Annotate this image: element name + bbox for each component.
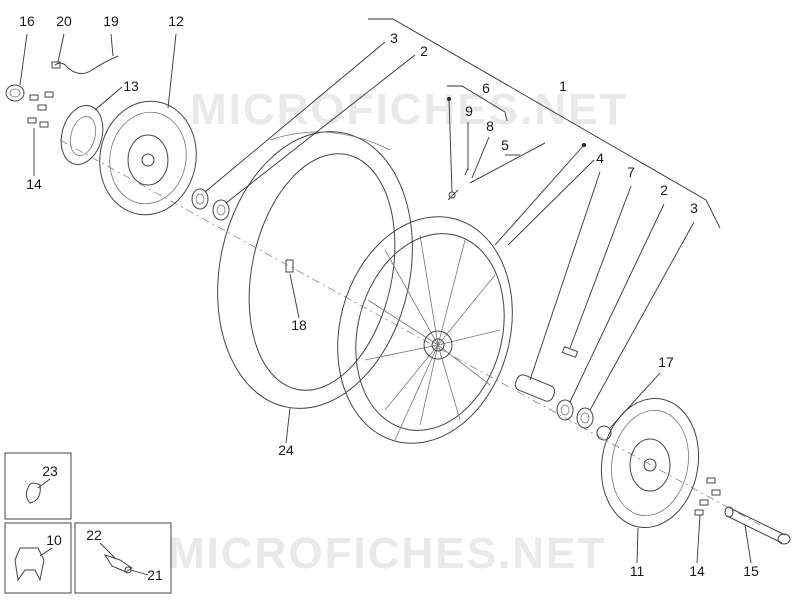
callout-label-c6: 6 <box>482 80 490 96</box>
callout-label-c12: 12 <box>168 13 184 29</box>
wheel-axis-line <box>59 139 761 526</box>
inset-box-21-22 <box>74 522 172 594</box>
callout-label-c7: 7 <box>627 164 635 180</box>
callout-label-c20: 20 <box>56 13 72 29</box>
spacer-part-17 <box>596 425 612 441</box>
callout-label-c18: 18 <box>291 317 307 333</box>
inset-box-23 <box>4 452 72 520</box>
valve-part-18 <box>285 259 294 273</box>
screws-part-14-right <box>694 477 721 516</box>
callout-label-c1: 1 <box>559 78 567 94</box>
group-bracket-6 <box>447 85 508 122</box>
callout-label-c5: 5 <box>501 137 509 153</box>
brake-disc-part-11 <box>600 397 700 529</box>
callout-label-c16: 16 <box>19 13 35 29</box>
callout-label-c14b: 14 <box>689 563 705 579</box>
callout-label-c4: 4 <box>596 150 604 166</box>
watermark-top: MICROFICHES.NET <box>190 85 628 134</box>
callout-label-c24: 24 <box>278 442 294 458</box>
spoke-parts-5-8-9 <box>447 142 546 201</box>
inset-box-10 <box>4 522 72 594</box>
callout-label-c14a: 14 <box>26 176 42 192</box>
callout-label-c3a: 3 <box>390 30 398 46</box>
callout-label-c3b: 3 <box>690 200 698 216</box>
leader-line-1 <box>494 144 585 246</box>
callout-label-c17: 17 <box>658 354 674 370</box>
cap-part-16 <box>5 84 25 102</box>
callout-label-c2b: 2 <box>660 182 668 198</box>
callout-label-c2a: 2 <box>420 43 428 59</box>
wheel-rim <box>337 216 513 444</box>
callout-label-c9: 9 <box>465 103 473 119</box>
callout-label-c10: 10 <box>46 532 62 548</box>
screws-part-14-left <box>27 91 54 128</box>
seal-part-2-right <box>556 399 574 421</box>
group-bracket-1 <box>368 18 721 229</box>
seal-part-2-left <box>212 199 230 221</box>
leader-lines <box>19 33 752 576</box>
watermark-bottom: MICROFICHES.NET <box>168 529 606 578</box>
spacer-part-4 <box>514 374 556 402</box>
callout-label-c23: 23 <box>42 463 58 479</box>
sensor-part-19-20 <box>51 55 119 74</box>
callout-label-c8: 8 <box>486 118 494 134</box>
bearing-part-3-right <box>576 407 594 429</box>
callout-label-c13: 13 <box>123 78 139 94</box>
part-7 <box>561 346 579 358</box>
axle-part-15 <box>724 506 791 545</box>
callout-label-c11: 11 <box>630 563 645 579</box>
tyre-part-24 <box>217 131 413 409</box>
callout-label-c22: 22 <box>86 527 102 543</box>
tone-wheel-part-13 <box>60 105 104 165</box>
brake-disc-part-12 <box>99 100 197 216</box>
bearing-part-3-left <box>191 188 209 210</box>
callout-label-c15: 15 <box>743 563 759 579</box>
leader-line-6 <box>448 98 453 193</box>
callout-label-c21: 21 <box>147 567 163 583</box>
callout-label-c19: 19 <box>103 13 119 29</box>
